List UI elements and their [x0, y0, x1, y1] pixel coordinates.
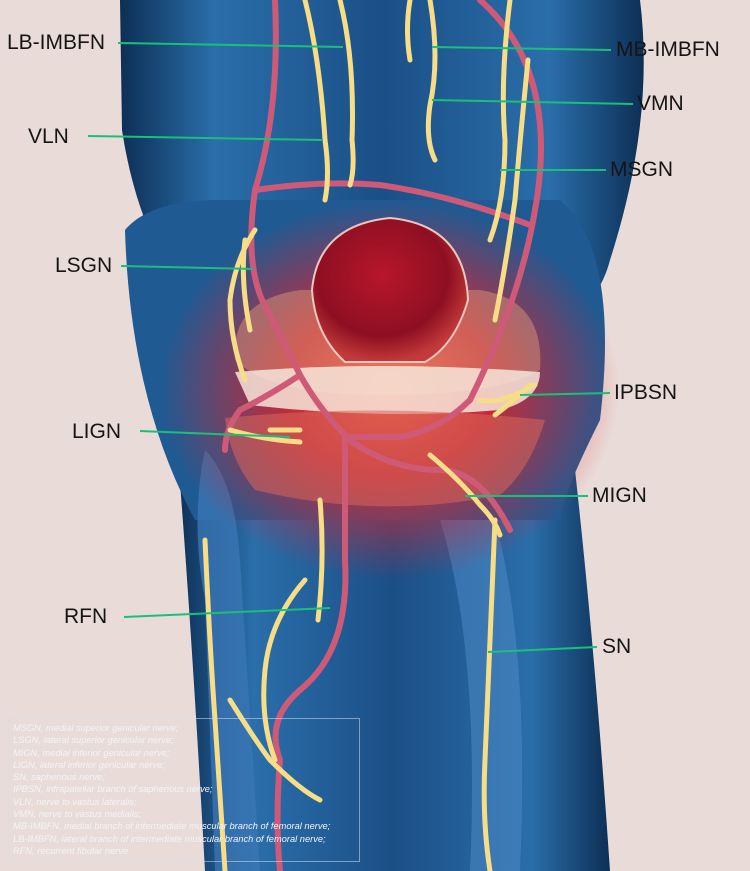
tibia-highlight [440, 520, 523, 871]
label-mb-imbfn: MB-IMBFN [616, 38, 720, 61]
legend-line: LSGN, lateral superior genicular nerve; [13, 735, 174, 746]
legend-line: IPBSN, infrapatellar branch of saphenous… [13, 784, 213, 795]
leader-ipbsn [519, 392, 611, 396]
leader-mb-imbfn [431, 46, 612, 51]
legend-line: VMN, nerve to vastus medialis; [13, 809, 142, 820]
leader-sn [487, 646, 598, 653]
label-ipbsn: IPBSN [614, 381, 678, 404]
legend-line: SN, saphenous nerve; [13, 772, 105, 783]
legend-line: RFN, recurrent fibular nerve [13, 845, 129, 856]
label-lb-imbfn: LB-IMBFN [7, 31, 106, 54]
legend-line: MSGN, medial superior genicular nerve; [13, 723, 179, 733]
legend-line: MIGN, medial inferior genicular nerve; [13, 747, 170, 758]
label-msgn: MSGN [610, 158, 673, 181]
legend-line: LIGN, lateral inferior genicular nerve; [13, 759, 165, 770]
label-vmn: VMN [637, 92, 684, 115]
legend-line: VLN, nerve to vastus lateralis; [13, 796, 137, 807]
nerves [202, 0, 538, 871]
label-rfn: RFN [64, 605, 108, 628]
patella [310, 216, 470, 363]
leader-rfn [123, 607, 331, 618]
abbreviation-legend: MSGN, medial superior genicular nerve; L… [8, 718, 360, 862]
leader-lines [87, 42, 634, 653]
leader-lign [139, 430, 291, 438]
label-lsgn: LSGN [55, 254, 113, 277]
leader-lb-imbfn [117, 42, 344, 48]
leader-vln [87, 135, 324, 141]
leader-vmn [431, 99, 634, 105]
leader-lsgn [120, 265, 254, 270]
label-sn: SN [602, 635, 632, 658]
legend-line: LB-IMBFN, lateral branch of intermediate… [13, 833, 326, 844]
label-vln: VLN [28, 125, 69, 148]
label-lign: LIGN [72, 420, 122, 443]
legend-line: MB-IMBFN, medial branch of intermediate … [13, 821, 331, 832]
fibula-shape [197, 450, 260, 871]
label-mign: MIGN [592, 484, 647, 507]
